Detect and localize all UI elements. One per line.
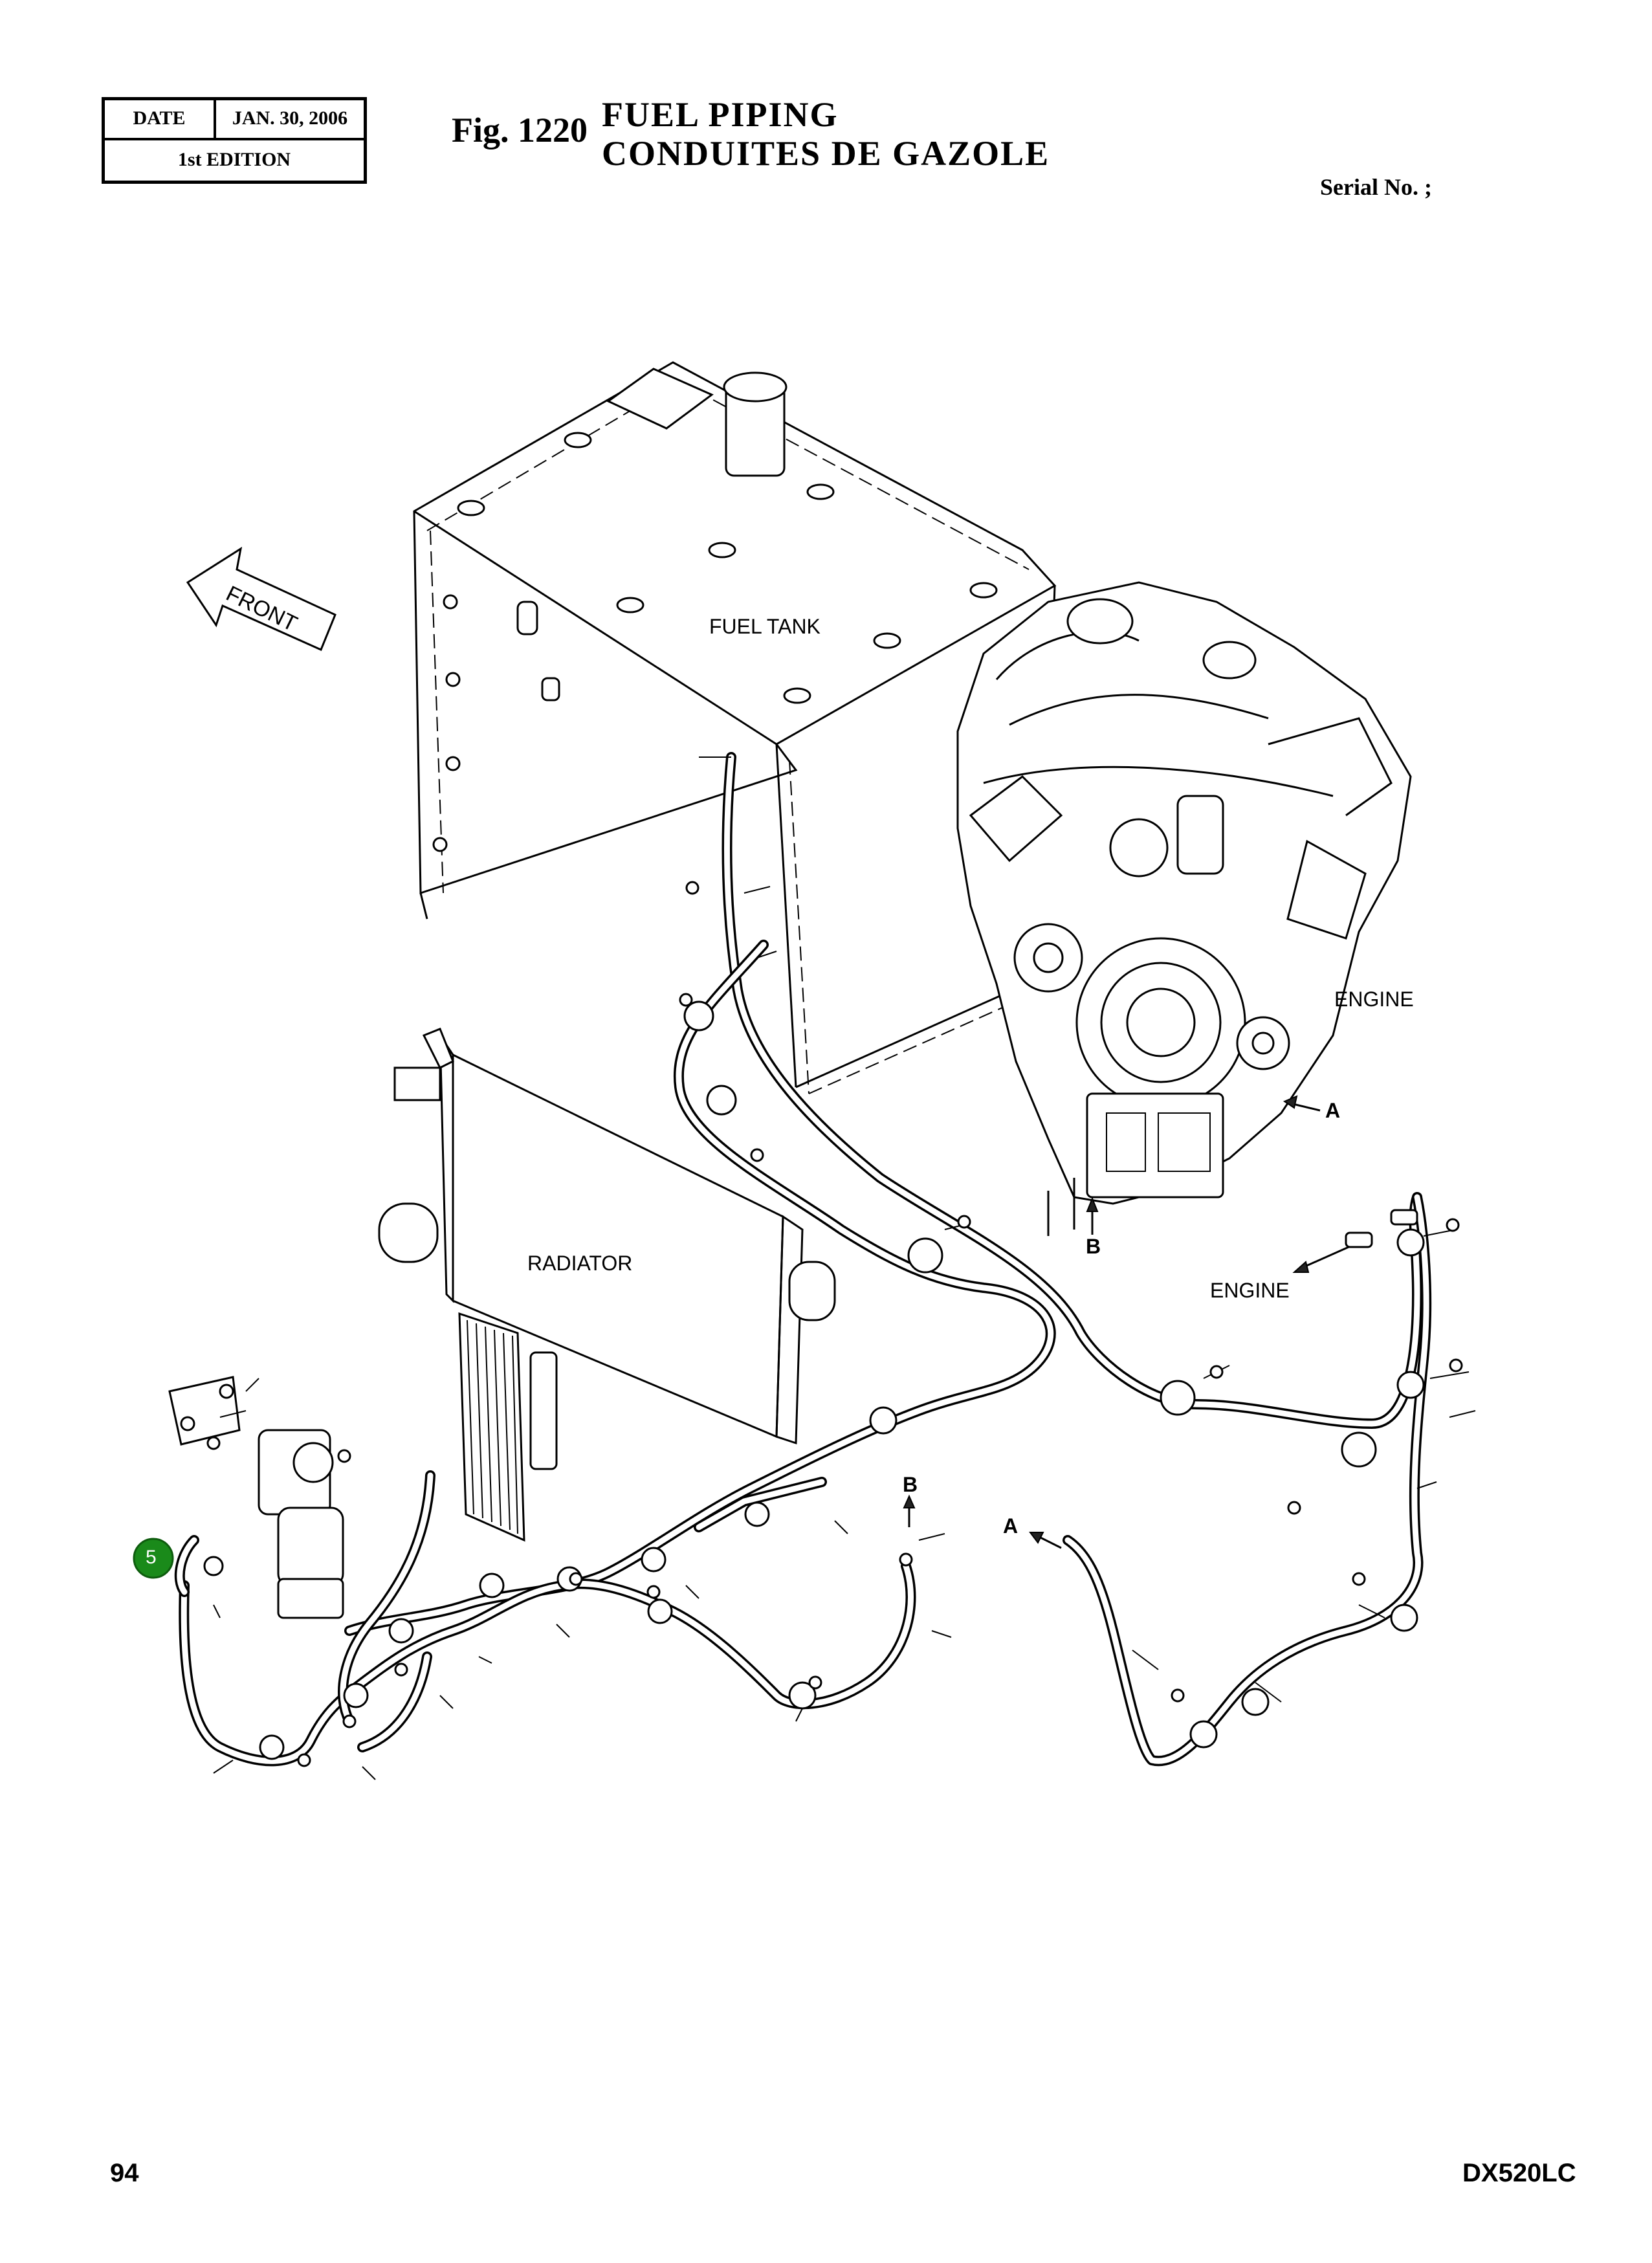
ref-label-b-engine: B [1086,1235,1101,1258]
title-french: CONDUITES DE GAZOLE [602,134,1050,173]
page-number: 94 [110,2159,139,2187]
ref-arrow-a-hose-icon [1029,1532,1062,1549]
radiator-drawing [378,1028,836,1542]
fuel-tank-label: FUEL TANK [709,615,820,638]
model-name: DX520LC [1462,2159,1576,2187]
date-label: DATE [105,100,216,138]
front-arrow-icon [186,546,336,652]
fuel-filter-drawing [168,1376,344,1619]
engine-label-top: ENGINE [1334,988,1414,1011]
ref-arrow-b-engine-icon [1086,1197,1099,1235]
date-box: DATE JAN. 30, 2006 1st EDITION [102,97,367,184]
date-value: JAN. 30, 2006 [232,107,348,129]
callout-5-number[interactable]: 5 [146,1547,157,1568]
ref-label-a-hose: A [1003,1514,1019,1538]
ref-arrow-b-hose-icon [903,1494,916,1527]
edition-label: 1st EDITION [177,149,291,170]
bolt-heads [206,881,1463,1767]
fuel-tank-drawing [413,361,1057,1094]
radiator-label: RADIATOR [527,1252,633,1275]
ref-label-a-engine: A [1325,1099,1341,1122]
date-row: DATE JAN. 30, 2006 [105,100,364,140]
engine-connectors [1292,1209,1418,1273]
engine-drawing [956,581,1412,1236]
ref-label-b-hose: B [903,1473,918,1496]
figure-number: Fig. 1220 [452,111,588,149]
serial-number: Serial No. ; [1320,174,1432,200]
title-english: FUEL PIPING [602,95,839,134]
callout-5-bubble[interactable] [133,1538,174,1579]
ref-arrow-a-engine-icon [1283,1095,1321,1112]
engine-label-side: ENGINE [1210,1279,1290,1302]
